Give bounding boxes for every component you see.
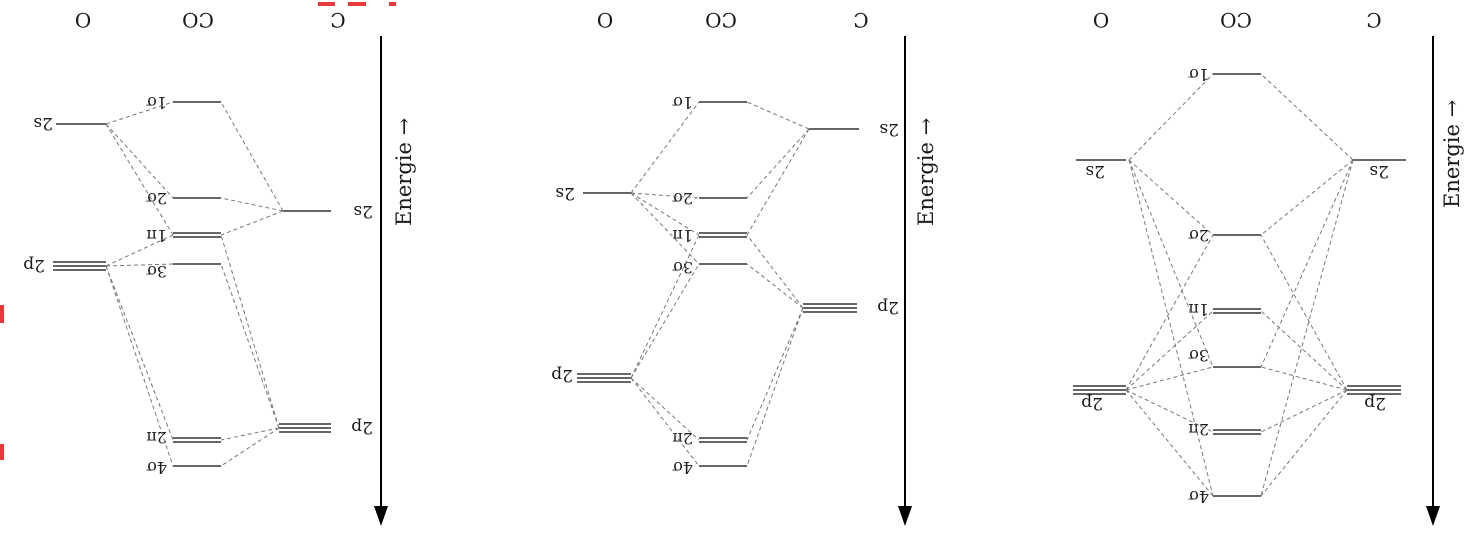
correlation-lines [105,101,284,467]
header-o: O [597,8,613,32]
c-2s-label: 2s [353,201,373,221]
o-2s-label: 2s [1085,161,1105,181]
header-co: CO [182,8,214,32]
o-2p-label: 2p [551,365,573,385]
mo-3s-label: 3σ [146,262,167,281]
mo-1p-label: 1π [672,226,693,245]
mo-1p [699,232,747,238]
correlation-lines [630,101,810,467]
c-2p-level [1347,385,1401,395]
o-2s-label: 2s [555,183,575,203]
energy-arrowhead-icon [1426,506,1440,526]
o-2p-level [53,261,106,271]
header-co: CO [705,8,737,32]
c-2p-level [279,423,331,433]
mo-4s-label: 4σ [672,458,693,477]
header-o: O [75,8,91,32]
mo-2p-label: 2π [672,429,693,448]
header-c: C [853,8,868,32]
mo-diagram-1: Energie → C CO O 2s 2p 2s 2p [1073,8,1464,526]
correlation-lines [1125,73,1354,497]
mo-3s-label: 3σ [672,258,693,277]
c-2p-level [803,303,857,313]
mo-2p-label: 2π [146,428,167,447]
mo-1p [1213,308,1261,314]
energy-label: Energie → [1440,100,1464,208]
mo-1s-label: 1σ [672,93,693,112]
c-2s-label: 2s [1369,161,1389,181]
o-2s-label: 2s [33,113,53,133]
c-2p-label: 2p [351,417,373,437]
mo-2s-label: 2σ [1188,226,1209,245]
mo-2s-label: 2σ [672,189,693,208]
c-2p-label: 2p [877,297,899,317]
mo-4s-label: 4σ [1188,487,1209,506]
energy-arrowhead-icon [374,506,388,526]
mo-diagram-3: Energie → C CO O 2s 2p 2s 2p 1σ [23,8,416,526]
mo-1s-label: 1σ [1188,65,1209,84]
mo-1p [173,232,221,238]
header-c: C [330,8,345,32]
o-2p-level [1073,385,1126,395]
red-edge-marks [0,2,396,460]
energy-arrowhead-icon [898,506,912,526]
c-2p-label: 2p [1364,393,1386,413]
mo-2s-label: 2σ [146,189,167,208]
mo-2p [173,437,221,443]
mo-diagram-2: Energie → C CO O 2s 2p 2s 2p 1σ [551,8,938,526]
mo-1p-label: 1π [1188,300,1209,319]
o-2p-label: 2p [1081,393,1103,413]
o-2p-level [577,373,631,383]
mo-2p [699,437,747,443]
mo-2p [1213,429,1261,435]
energy-label: Energie → [392,118,416,226]
header-co: CO [1220,8,1252,32]
mo-3s-label: 3σ [1188,346,1209,365]
mo-4s-label: 4σ [146,458,167,477]
header-o: O [1093,8,1109,32]
mo-2p-label: 2π [1188,420,1209,439]
header-c: C [1366,8,1381,32]
energy-label: Energie → [914,118,938,226]
mo-1p-label: 1π [146,226,167,245]
mo-1s-label: 1σ [146,93,167,112]
c-2s-label: 2s [879,119,899,139]
o-2p-label: 2p [23,255,45,275]
